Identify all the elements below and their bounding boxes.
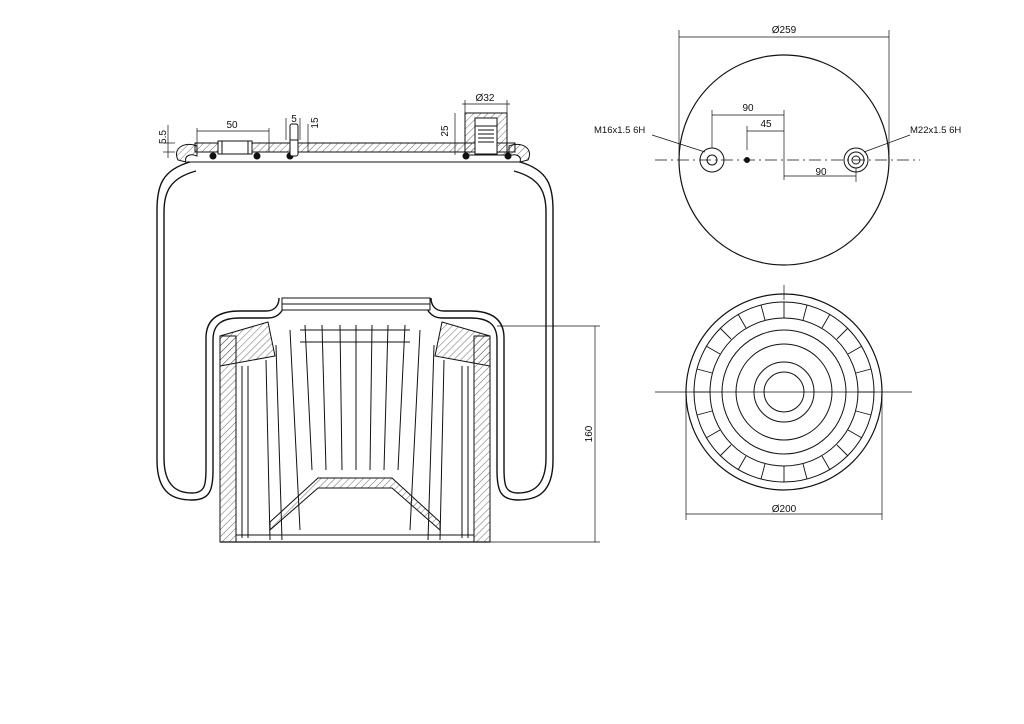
label-right-thread: M22x1.5 6H <box>910 125 961 136</box>
bottom-view <box>655 285 912 491</box>
top-view-dimension-text: Ø259 90 45 90 M16x1.5 6H M22x1.5 6H <box>594 25 961 178</box>
dim-fitting-height: 25 <box>440 125 451 137</box>
dim-pin-offset: 45 <box>760 119 772 130</box>
rubber-bellow <box>156 161 554 501</box>
top-plate <box>176 142 530 163</box>
side-section-view <box>156 112 554 543</box>
bottom-view-ribs <box>694 302 874 482</box>
top-view <box>655 54 920 266</box>
side-view-dimension-text: 5.5 50 5 15 Ø32 25 160 <box>158 93 595 442</box>
dim-fitting-diameter: Ø32 <box>476 93 495 104</box>
side-view-dimensions <box>163 100 600 543</box>
dim-hole-spacing-right: 90 <box>815 167 827 178</box>
top-view-dimensions <box>651 30 911 182</box>
bottom-view-dimensions <box>685 392 883 520</box>
locating-pin <box>289 123 299 157</box>
dim-hole-spacing-left: 90 <box>742 103 754 114</box>
mounting-stud <box>217 140 253 155</box>
piston <box>219 297 491 543</box>
dim-bottom-diameter: Ø200 <box>772 504 797 515</box>
dim-piston-height: 160 <box>584 425 595 442</box>
center-pin-mark <box>744 157 750 163</box>
dim-pin-height: 15 <box>310 117 321 129</box>
dim-pin-width: 5 <box>291 114 297 125</box>
dim-stud-length: 50 <box>226 120 238 131</box>
dim-top-plate-thickness: 5.5 <box>158 130 169 144</box>
air-fitting <box>464 112 508 156</box>
dim-top-diameter: Ø259 <box>772 25 797 36</box>
label-left-thread: M16x1.5 6H <box>594 125 645 136</box>
